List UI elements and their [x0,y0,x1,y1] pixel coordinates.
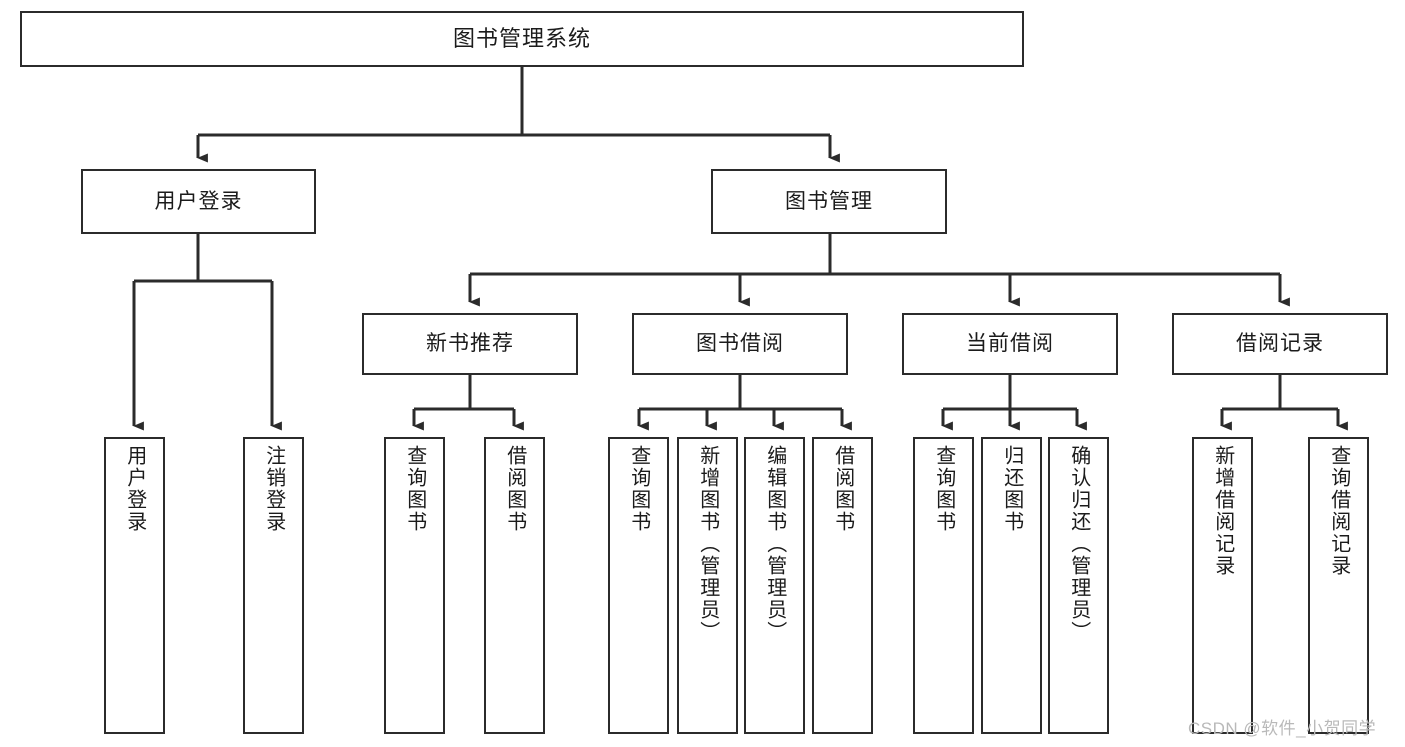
leaf-borrow-book-label: 借阅图书 [831,445,854,533]
watermark-text: CSDN @软件_小贺同学 [1188,719,1377,738]
node-book-borrow-label: 图书借阅 [696,332,784,356]
node-book-borrow[interactable]: 图书借阅 [632,313,848,375]
leaf-add-book-admin[interactable]: 新增图书（管理员） [677,437,738,734]
leaf-query-book-recommend-label: 查询图书 [403,445,426,533]
leaf-user-logout[interactable]: 注销登录 [243,437,304,734]
leaf-query-book-borrow[interactable]: 查询图书 [608,437,669,734]
node-book-management-label: 图书管理 [785,189,873,213]
leaf-confirm-return-admin-label: 确认归还（管理员） [1067,445,1090,643]
node-book-management[interactable]: 图书管理 [711,169,947,234]
leaf-query-borrow-record[interactable]: 查询借阅记录 [1308,437,1369,734]
node-current-borrow-label: 当前借阅 [966,332,1054,356]
leaf-query-book-current-label: 查询图书 [932,445,955,533]
node-root-label: 图书管理系统 [452,25,591,51]
node-current-borrow[interactable]: 当前借阅 [902,313,1118,375]
leaf-add-book-admin-label: 新增图书（管理员） [696,445,719,643]
leaf-query-book-borrow-label: 查询图书 [627,445,650,533]
leaf-return-book-label: 归还图书 [1000,445,1023,533]
leaf-query-borrow-record-label: 查询借阅记录 [1327,445,1350,577]
leaf-user-login[interactable]: 用户登录 [104,437,165,734]
leaf-user-logout-label: 注销登录 [262,445,285,533]
node-new-book-recommend[interactable]: 新书推荐 [362,313,578,375]
leaf-query-book-current[interactable]: 查询图书 [913,437,974,734]
node-new-book-recommend-label: 新书推荐 [426,332,514,356]
node-user-login[interactable]: 用户登录 [81,169,316,234]
leaf-user-login-label: 用户登录 [123,445,146,533]
leaf-add-borrow-record-label: 新增借阅记录 [1211,445,1234,577]
leaf-borrow-book-recommend-label: 借阅图书 [503,445,526,533]
leaf-borrow-book[interactable]: 借阅图书 [812,437,873,734]
leaf-query-book-recommend[interactable]: 查询图书 [384,437,445,734]
leaf-borrow-book-recommend[interactable]: 借阅图书 [484,437,545,734]
leaf-edit-book-admin[interactable]: 编辑图书（管理员） [744,437,805,734]
node-borrow-record[interactable]: 借阅记录 [1172,313,1388,375]
node-root[interactable]: 图书管理系统 [20,11,1024,67]
node-borrow-record-label: 借阅记录 [1236,332,1324,356]
leaf-confirm-return-admin[interactable]: 确认归还（管理员） [1048,437,1109,734]
leaf-return-book[interactable]: 归还图书 [981,437,1042,734]
leaf-add-borrow-record[interactable]: 新增借阅记录 [1192,437,1253,734]
node-user-login-label: 用户登录 [154,189,243,213]
leaf-edit-book-admin-label: 编辑图书（管理员） [763,445,786,643]
